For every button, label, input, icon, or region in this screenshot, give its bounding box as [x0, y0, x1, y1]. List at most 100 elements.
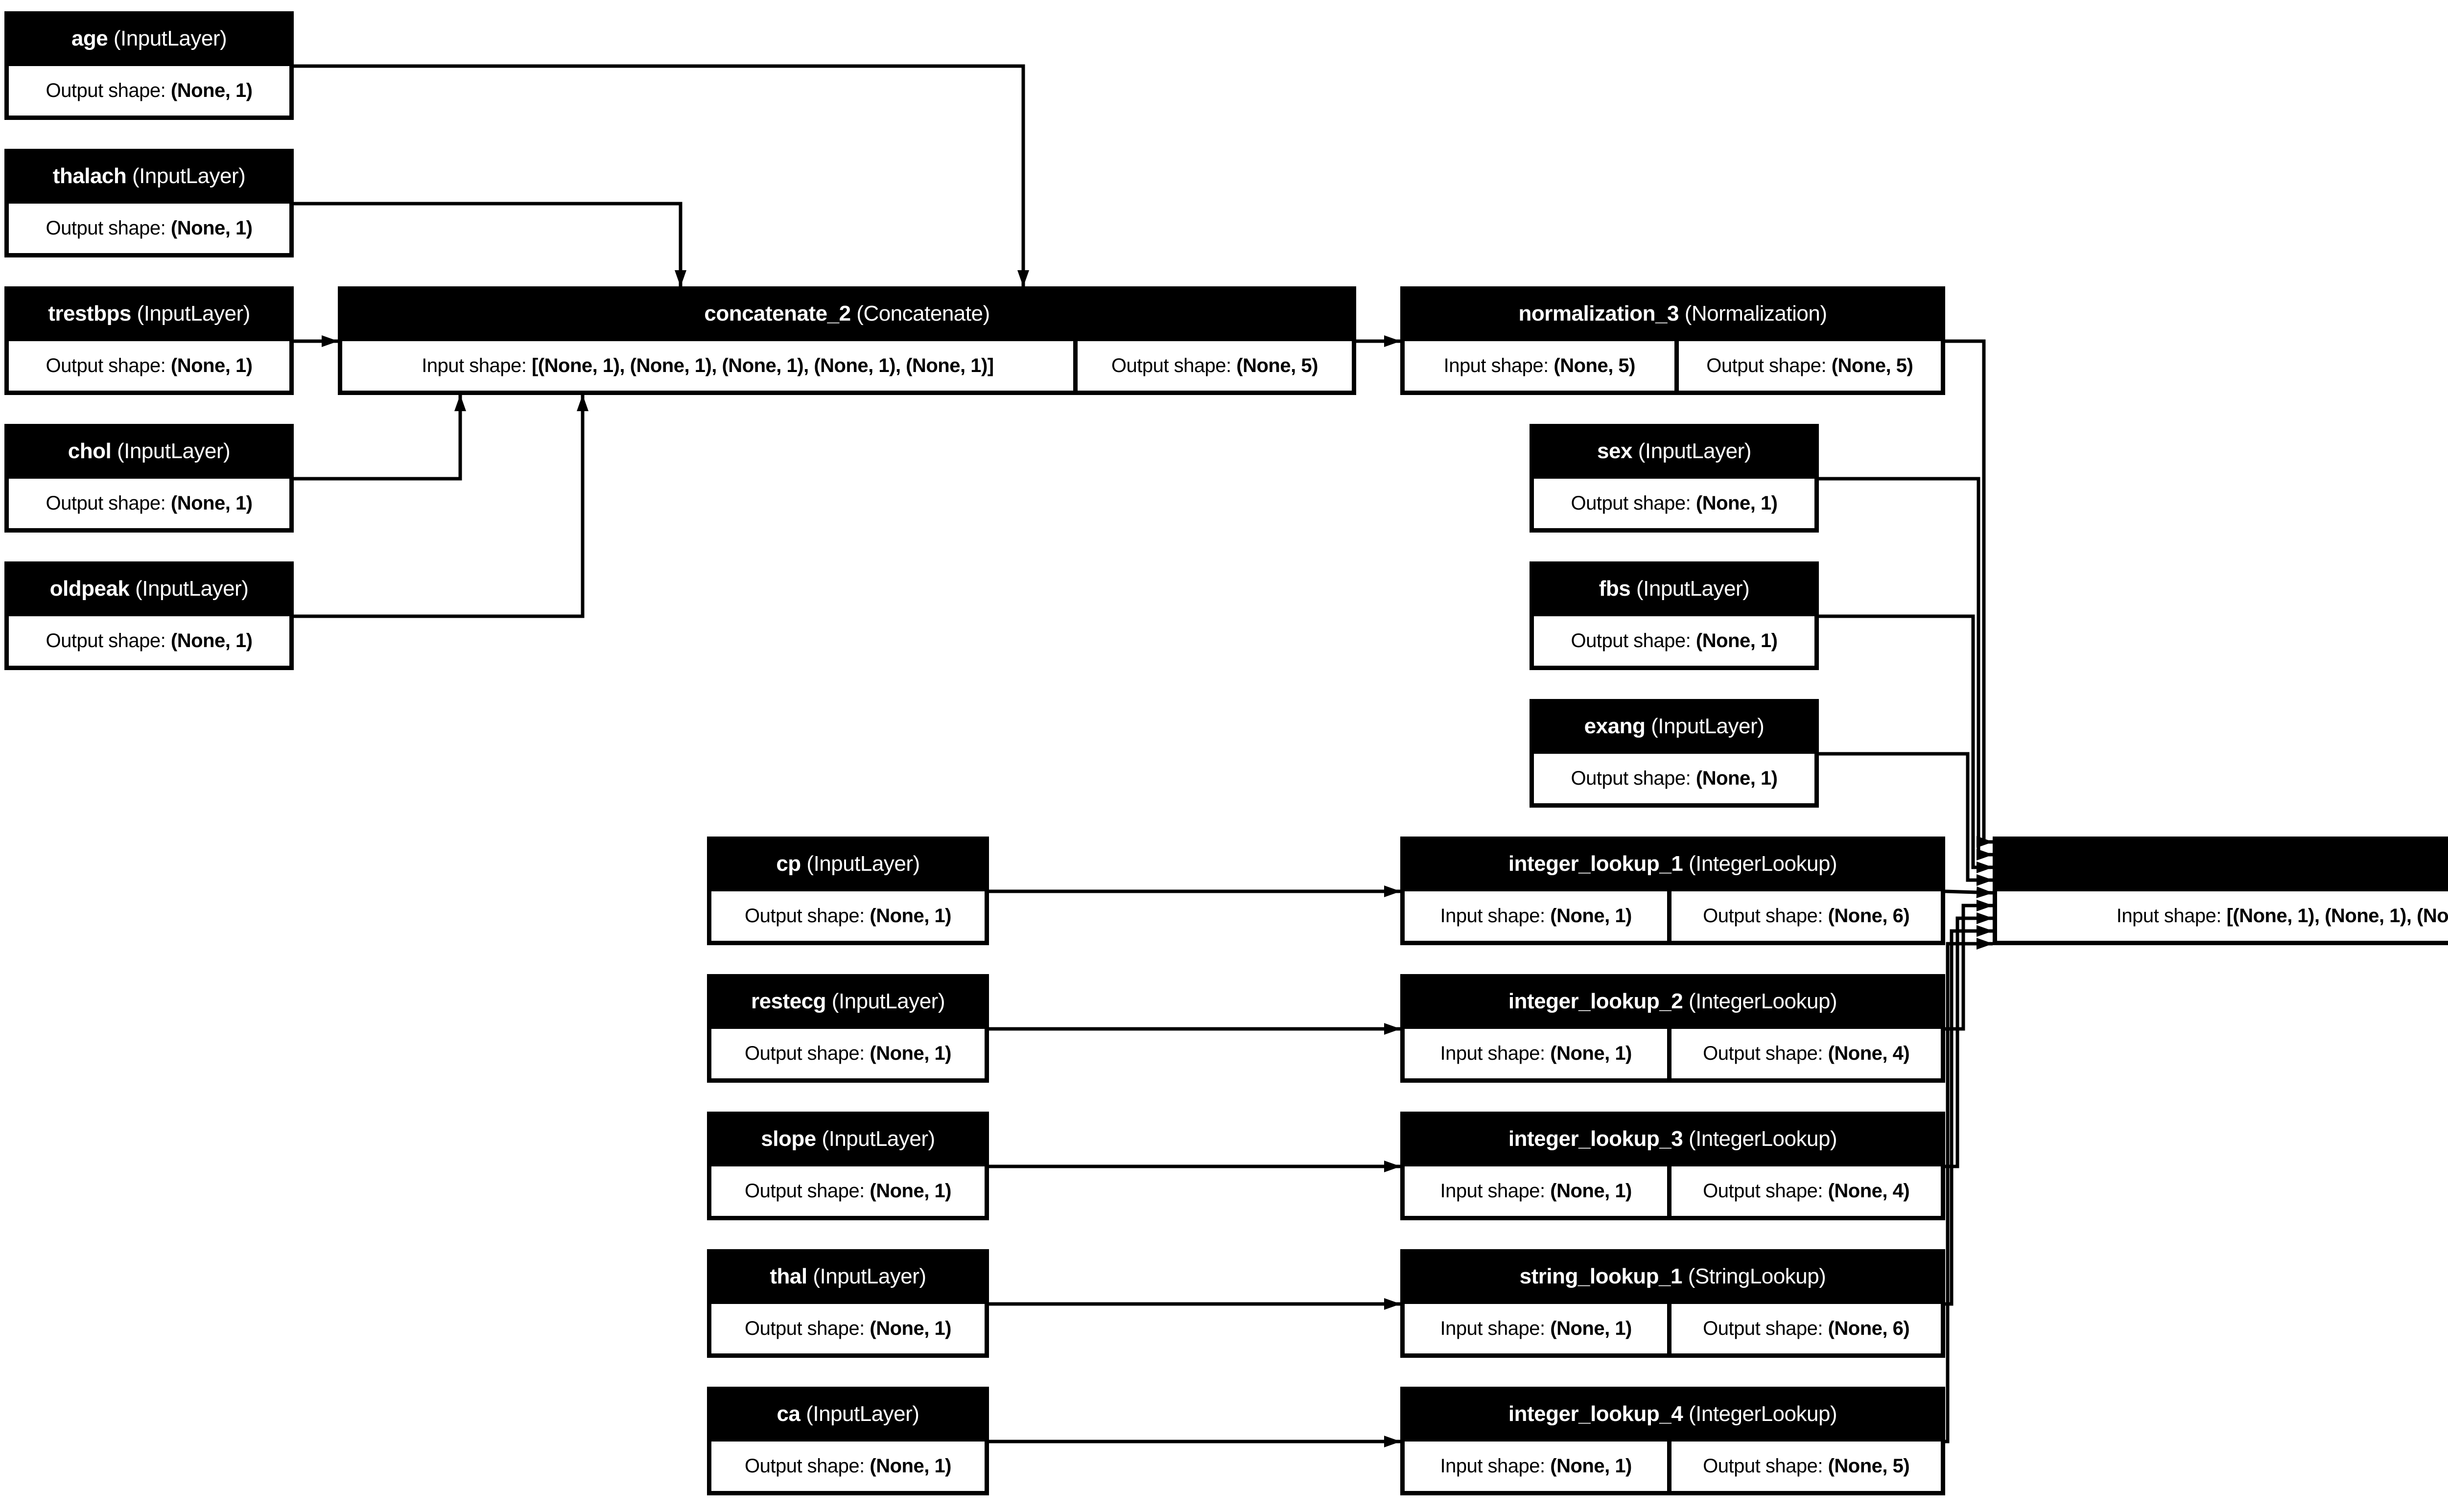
- layer-title: oldpeak (InputLayer): [4, 561, 294, 616]
- shape-cell: Input shape: (None, 1): [1405, 1442, 1668, 1491]
- layer-name: sex: [1597, 439, 1632, 463]
- shape-cell: Output shape: (None, 1): [711, 1442, 985, 1491]
- layer-body: Input shape: (None, 5) Output shape: (No…: [1405, 341, 1941, 391]
- node-integer_lookup_3: integer_lookup_3 (IntegerLookup) Input s…: [1400, 1112, 1945, 1220]
- shape-cell: Output shape: (None, 1): [711, 1029, 985, 1078]
- shape-label: Input shape:: [1440, 1455, 1551, 1477]
- shape-value: (None, 1): [1550, 905, 1632, 927]
- shape-value: (None, 1): [1695, 492, 1778, 514]
- shape-cell: Output shape: (None, 1): [1534, 479, 1814, 528]
- layer-name: string_lookup_1: [1519, 1264, 1683, 1288]
- shape-value: (None, 4): [1828, 1043, 1910, 1064]
- node-restecg: restecg (InputLayer) Output shape: (None…: [707, 974, 989, 1083]
- layer-title: slope (InputLayer): [707, 1112, 989, 1166]
- layer-name: integer_lookup_2: [1508, 989, 1683, 1013]
- shape-label: Input shape:: [422, 355, 532, 376]
- shape-label: Output shape:: [744, 1180, 870, 1202]
- layer-type: (InputLayer): [800, 1402, 919, 1426]
- shape-value: (None, 6): [1828, 1318, 1910, 1339]
- layer-type: (IntegerLookup): [1683, 852, 1837, 876]
- layer-name: age: [71, 26, 108, 50]
- shape-value: (None, 1): [870, 1180, 952, 1202]
- shape-value: (None, 5): [1236, 355, 1318, 376]
- node-thal: thal (InputLayer) Output shape: (None, 1…: [707, 1249, 989, 1358]
- shape-label: Output shape:: [1703, 1455, 1828, 1477]
- shape-label: Output shape:: [46, 80, 171, 101]
- layer-body: Output shape: (None, 1): [711, 891, 985, 941]
- layer-name: chol: [68, 439, 112, 463]
- layer-type: (InputLayer): [826, 989, 945, 1013]
- shape-cell: Output shape: (None, 4): [1671, 1166, 1941, 1216]
- layer-title: normalization_3 (Normalization): [1400, 286, 1945, 341]
- shape-value: (None, 1): [1550, 1318, 1632, 1339]
- shape-value: (None, 4): [1828, 1180, 1910, 1202]
- shape-label: Output shape:: [744, 905, 870, 927]
- shape-cell: Input shape: (None, 1): [1405, 1029, 1668, 1078]
- layer-name: concatenate_2: [704, 302, 851, 326]
- shape-label: Output shape:: [1571, 630, 1696, 651]
- layer-title: integer_lookup_4 (IntegerLookup): [1400, 1387, 1945, 1442]
- shape-cell: Output shape: (None, 1): [711, 891, 985, 941]
- node-thalach: thalach (InputLayer) Output shape: (None…: [4, 149, 294, 257]
- node-exang: exang (InputLayer) Output shape: (None, …: [1530, 699, 1819, 808]
- shape-label: Output shape:: [46, 630, 171, 651]
- shape-cell: Output shape: (None, 1): [9, 341, 289, 391]
- layer-body: Output shape: (None, 1): [711, 1029, 985, 1078]
- shape-value: (None, 5): [1554, 355, 1635, 376]
- shape-label: Output shape:: [1703, 1043, 1828, 1064]
- shape-cell: Output shape: (None, 5): [1077, 341, 1352, 391]
- shape-value: [(None, 1), (None, 1), (None, 1), (None,…: [2226, 905, 2448, 927]
- layer-title: fbs (InputLayer): [1530, 561, 1819, 616]
- shape-value: (None, 1): [1695, 768, 1778, 789]
- edge-normalization_3-to-concatenate_3: [1945, 339, 1993, 848]
- node-slope: slope (InputLayer) Output shape: (None, …: [707, 1112, 989, 1220]
- shape-label: Output shape:: [1571, 768, 1696, 789]
- node-integer_lookup_2: integer_lookup_2 (IntegerLookup) Input s…: [1400, 974, 1945, 1083]
- layer-type: (InputLayer): [111, 439, 231, 463]
- shape-label: Output shape:: [46, 217, 171, 239]
- layer-body: Output shape: (None, 1): [1534, 754, 1814, 803]
- node-ca: ca (InputLayer) Output shape: (None, 1): [707, 1387, 989, 1495]
- edge-integer_lookup_2-to-concatenate_3: [1945, 900, 1993, 1031]
- layer-type: (IntegerLookup): [1683, 1127, 1837, 1151]
- shape-cell: Output shape: (None, 1): [9, 66, 289, 116]
- layer-name: ca: [777, 1402, 800, 1426]
- layer-body: Output shape: (None, 1): [9, 341, 289, 391]
- shape-cell: Output shape: (None, 1): [711, 1166, 985, 1216]
- layer-title: concatenate_3 (Concatenate): [1993, 837, 2448, 891]
- edge-fbs-to-concatenate_3: [1819, 614, 1993, 873]
- shape-value: (None, 1): [1550, 1455, 1632, 1477]
- shape-cell: Output shape: (None, 5): [1678, 341, 1941, 391]
- shape-cell: Input shape: (None, 1): [1405, 1304, 1668, 1353]
- shape-value: (None, 1): [1550, 1180, 1632, 1202]
- layer-body: Output shape: (None, 1): [711, 1442, 985, 1491]
- shape-label: Output shape:: [46, 355, 171, 376]
- shape-cell: Input shape: (None, 1): [1405, 891, 1668, 941]
- layer-body: Output shape: (None, 1): [1534, 616, 1814, 666]
- layer-body: Input shape: (None, 1) Output shape: (No…: [1405, 1442, 1941, 1491]
- layer-type: (InputLayer): [126, 164, 246, 188]
- shape-label: Output shape:: [1703, 1180, 1828, 1202]
- layer-title: restecg (InputLayer): [707, 974, 989, 1029]
- layer-type: (InputLayer): [131, 302, 251, 326]
- layer-type: (InputLayer): [1632, 439, 1752, 463]
- node-concatenate_3: concatenate_3 (Concatenate) Input shape:…: [1993, 837, 2448, 945]
- node-fbs: fbs (InputLayer) Output shape: (None, 1): [1530, 561, 1819, 670]
- layer-title: string_lookup_1 (StringLookup): [1400, 1249, 1945, 1304]
- layer-name: normalization_3: [1518, 302, 1679, 326]
- layer-name: thal: [770, 1264, 807, 1288]
- edge-sex-to-concatenate_3: [1819, 477, 1993, 861]
- layer-type: (InputLayer): [807, 1264, 926, 1288]
- shape-cell: Output shape: (None, 1): [1534, 616, 1814, 666]
- shape-value: (None, 1): [870, 1318, 952, 1339]
- layer-title: cp (InputLayer): [707, 837, 989, 891]
- node-integer_lookup_4: integer_lookup_4 (IntegerLookup) Input s…: [1400, 1387, 1945, 1495]
- layer-body: Input shape: [(None, 1), (None, 1), (Non…: [342, 341, 1352, 391]
- node-age: age (InputLayer) Output shape: (None, 1): [4, 11, 294, 120]
- shape-value: (None, 6): [1828, 905, 1910, 927]
- layer-body: Input shape: [(None, 1), (None, 1), (Non…: [1997, 891, 2448, 941]
- layer-type: (InputLayer): [108, 26, 227, 50]
- layer-title: integer_lookup_3 (IntegerLookup): [1400, 1112, 1945, 1166]
